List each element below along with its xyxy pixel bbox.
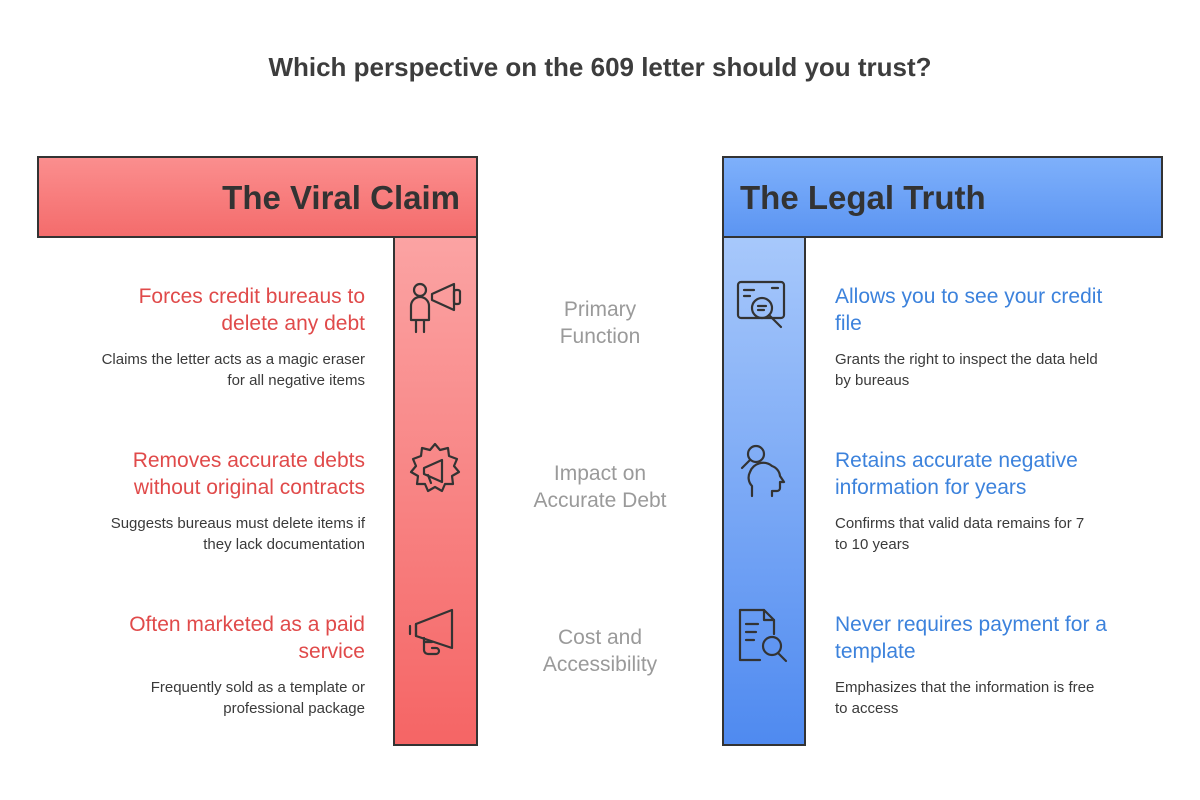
viral-claim-stem bbox=[393, 238, 478, 746]
megaphone-hand-icon bbox=[404, 604, 466, 666]
megaphone-gear-icon bbox=[404, 440, 466, 502]
credit-report-search-icon bbox=[732, 276, 794, 338]
legal-truth-banner: The Legal Truth bbox=[722, 156, 1163, 238]
viral-claim-1-description: Claims the letter acts as a magic eraser… bbox=[101, 351, 365, 389]
legal-truth-stem bbox=[722, 238, 806, 746]
document-search-icon bbox=[732, 604, 794, 666]
megaphone-person-icon bbox=[404, 276, 466, 338]
head-search-icon bbox=[732, 440, 794, 502]
viral-claim-heading: The Viral Claim bbox=[222, 179, 460, 216]
legal-truth-heading: The Legal Truth bbox=[740, 179, 986, 216]
page-title: Which perspective on the 609 letter shou… bbox=[268, 52, 932, 82]
legal-truth-1-description: Grants the right to inspect the data hel… bbox=[835, 351, 1098, 389]
viral-claim-banner: The Viral Claim bbox=[37, 156, 478, 238]
